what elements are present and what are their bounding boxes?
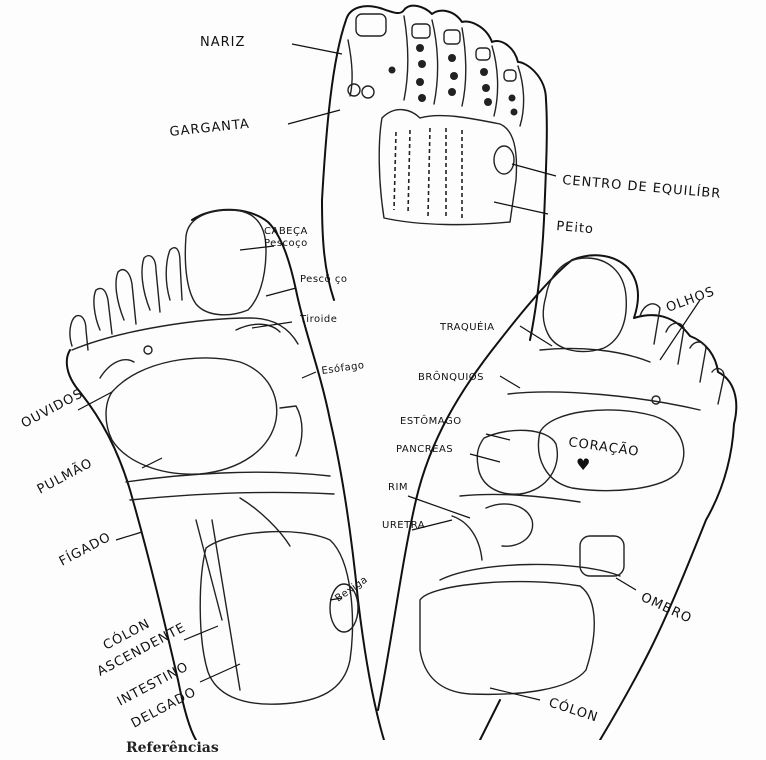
left-ear-arc: [100, 360, 134, 378]
nose-circle-2: [362, 86, 374, 98]
top-foot-left-edge: [322, 200, 334, 300]
right-kidney: [486, 504, 533, 546]
labels: NARIZ GARGANTA CENTRO DE EQUILÍBR PEito …: [19, 35, 722, 732]
left-toe-line: [72, 318, 298, 350]
left-big-toe: [185, 210, 266, 315]
label-ombro: OMBRO: [638, 590, 694, 627]
label-ouvidos: OUVIDOS: [19, 386, 86, 431]
left-lung: [106, 358, 277, 474]
right-foot: [378, 255, 736, 740]
left-esophagus: [280, 406, 302, 456]
top-foot: [322, 6, 547, 340]
big-toe-nail: [356, 14, 386, 36]
nose-circle-1: [348, 84, 360, 96]
right-kidney-line: [460, 494, 580, 502]
top-foot-outline: [322, 6, 547, 340]
label-bronquios: BRÔNQUIOS: [418, 370, 484, 383]
chest-dashes: [394, 128, 462, 218]
right-colon-box: [420, 582, 594, 695]
label-figado: FÍGADO: [56, 529, 113, 570]
toe4-nail: [476, 48, 490, 60]
balance-center: [494, 146, 514, 174]
label-pulmao: PULMÃO: [34, 455, 95, 498]
left-liver-band: [126, 472, 334, 500]
label-peito: PEito: [556, 219, 595, 237]
right-big-toe: [543, 258, 626, 352]
right-eye-dot: [652, 396, 660, 404]
left-small-toes: [70, 248, 182, 350]
right-ureter: [452, 516, 482, 560]
label-esofago: Esófago: [321, 359, 366, 377]
leader-lines: [78, 44, 700, 700]
label-garganta: GARGANTA: [169, 117, 251, 140]
toe3-nail: [444, 30, 460, 44]
label-pancreas: PANCREAS: [396, 444, 453, 455]
diagram-canvas: NARIZ GARGANTA CENTRO DE EQUILÍBR PEito …: [0, 0, 766, 740]
right-stomach: [477, 430, 557, 494]
caption-referencias: Referências: [126, 740, 219, 756]
label-rim: RIM: [388, 482, 408, 493]
label-estomago: ESTÔMAGO: [400, 414, 462, 427]
left-ear-dot: [144, 346, 152, 354]
label-olhos: OLHOS: [664, 284, 717, 315]
toe2-nail: [412, 24, 430, 38]
right-bronchi-line: [508, 392, 700, 410]
left-colon-lines: [196, 520, 240, 690]
label-colon: CÓLON: [547, 695, 600, 726]
left-intestine: [200, 532, 352, 705]
right-intestine-top: [440, 564, 620, 580]
label-uretra: URETRA: [382, 520, 425, 531]
label-centro-equilibrio: CENTRO DE EQUILÍBR: [562, 172, 722, 202]
right-foot-outline: [378, 255, 736, 740]
label-traqueia: TRAQUÉIA: [439, 320, 495, 333]
toe5-nail: [504, 70, 516, 81]
label-tiroide: Tiroide: [299, 314, 337, 325]
label-pescoco: Pescõ ço: [300, 274, 347, 285]
label-pescoco-top: Pescoço: [264, 238, 308, 249]
left-fold: [240, 498, 290, 546]
label-cabeca: CABEÇA: [264, 226, 308, 237]
heart-symbol: ♥: [576, 455, 591, 474]
label-nariz: NARIZ: [200, 35, 245, 50]
